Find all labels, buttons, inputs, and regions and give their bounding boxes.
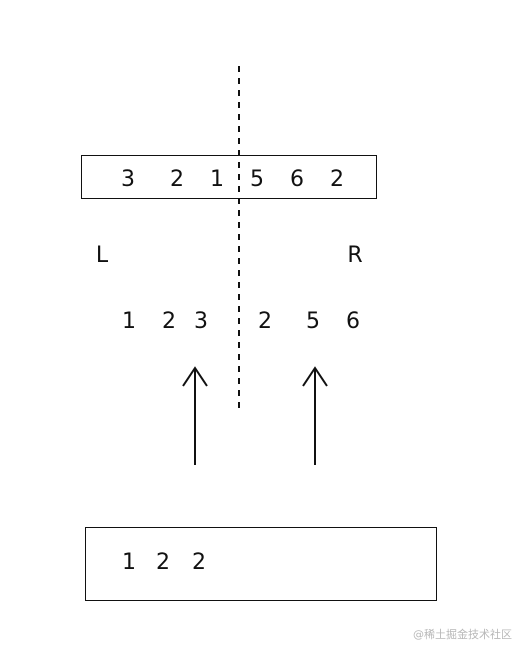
left-sorted-item: 2	[162, 309, 176, 334]
right-pointer-up-arrow-icon	[302, 366, 328, 465]
top-array-item: 2	[330, 167, 344, 192]
top-array-item: 5	[250, 167, 264, 192]
result-array-box	[85, 527, 437, 601]
top-array-item: 3	[121, 167, 135, 192]
left-sorted-item: 3	[194, 309, 208, 334]
right-sorted-item: 5	[306, 309, 320, 334]
result-array-item: 2	[156, 550, 170, 575]
right-label: R	[347, 243, 363, 268]
result-array-item: 2	[192, 550, 206, 575]
top-array-box	[81, 155, 377, 199]
watermark-text: @稀土掘金技术社区	[413, 628, 512, 641]
top-array-item: 6	[290, 167, 304, 192]
left-sorted-item: 1	[122, 309, 136, 334]
top-array-item: 1	[210, 167, 224, 192]
right-sorted-item: 6	[346, 309, 360, 334]
right-sorted-item: 2	[258, 309, 272, 334]
result-array-item: 1	[122, 550, 136, 575]
top-array-item: 2	[170, 167, 184, 192]
left-pointer-up-arrow-icon	[182, 366, 208, 465]
left-label: L	[95, 243, 109, 268]
